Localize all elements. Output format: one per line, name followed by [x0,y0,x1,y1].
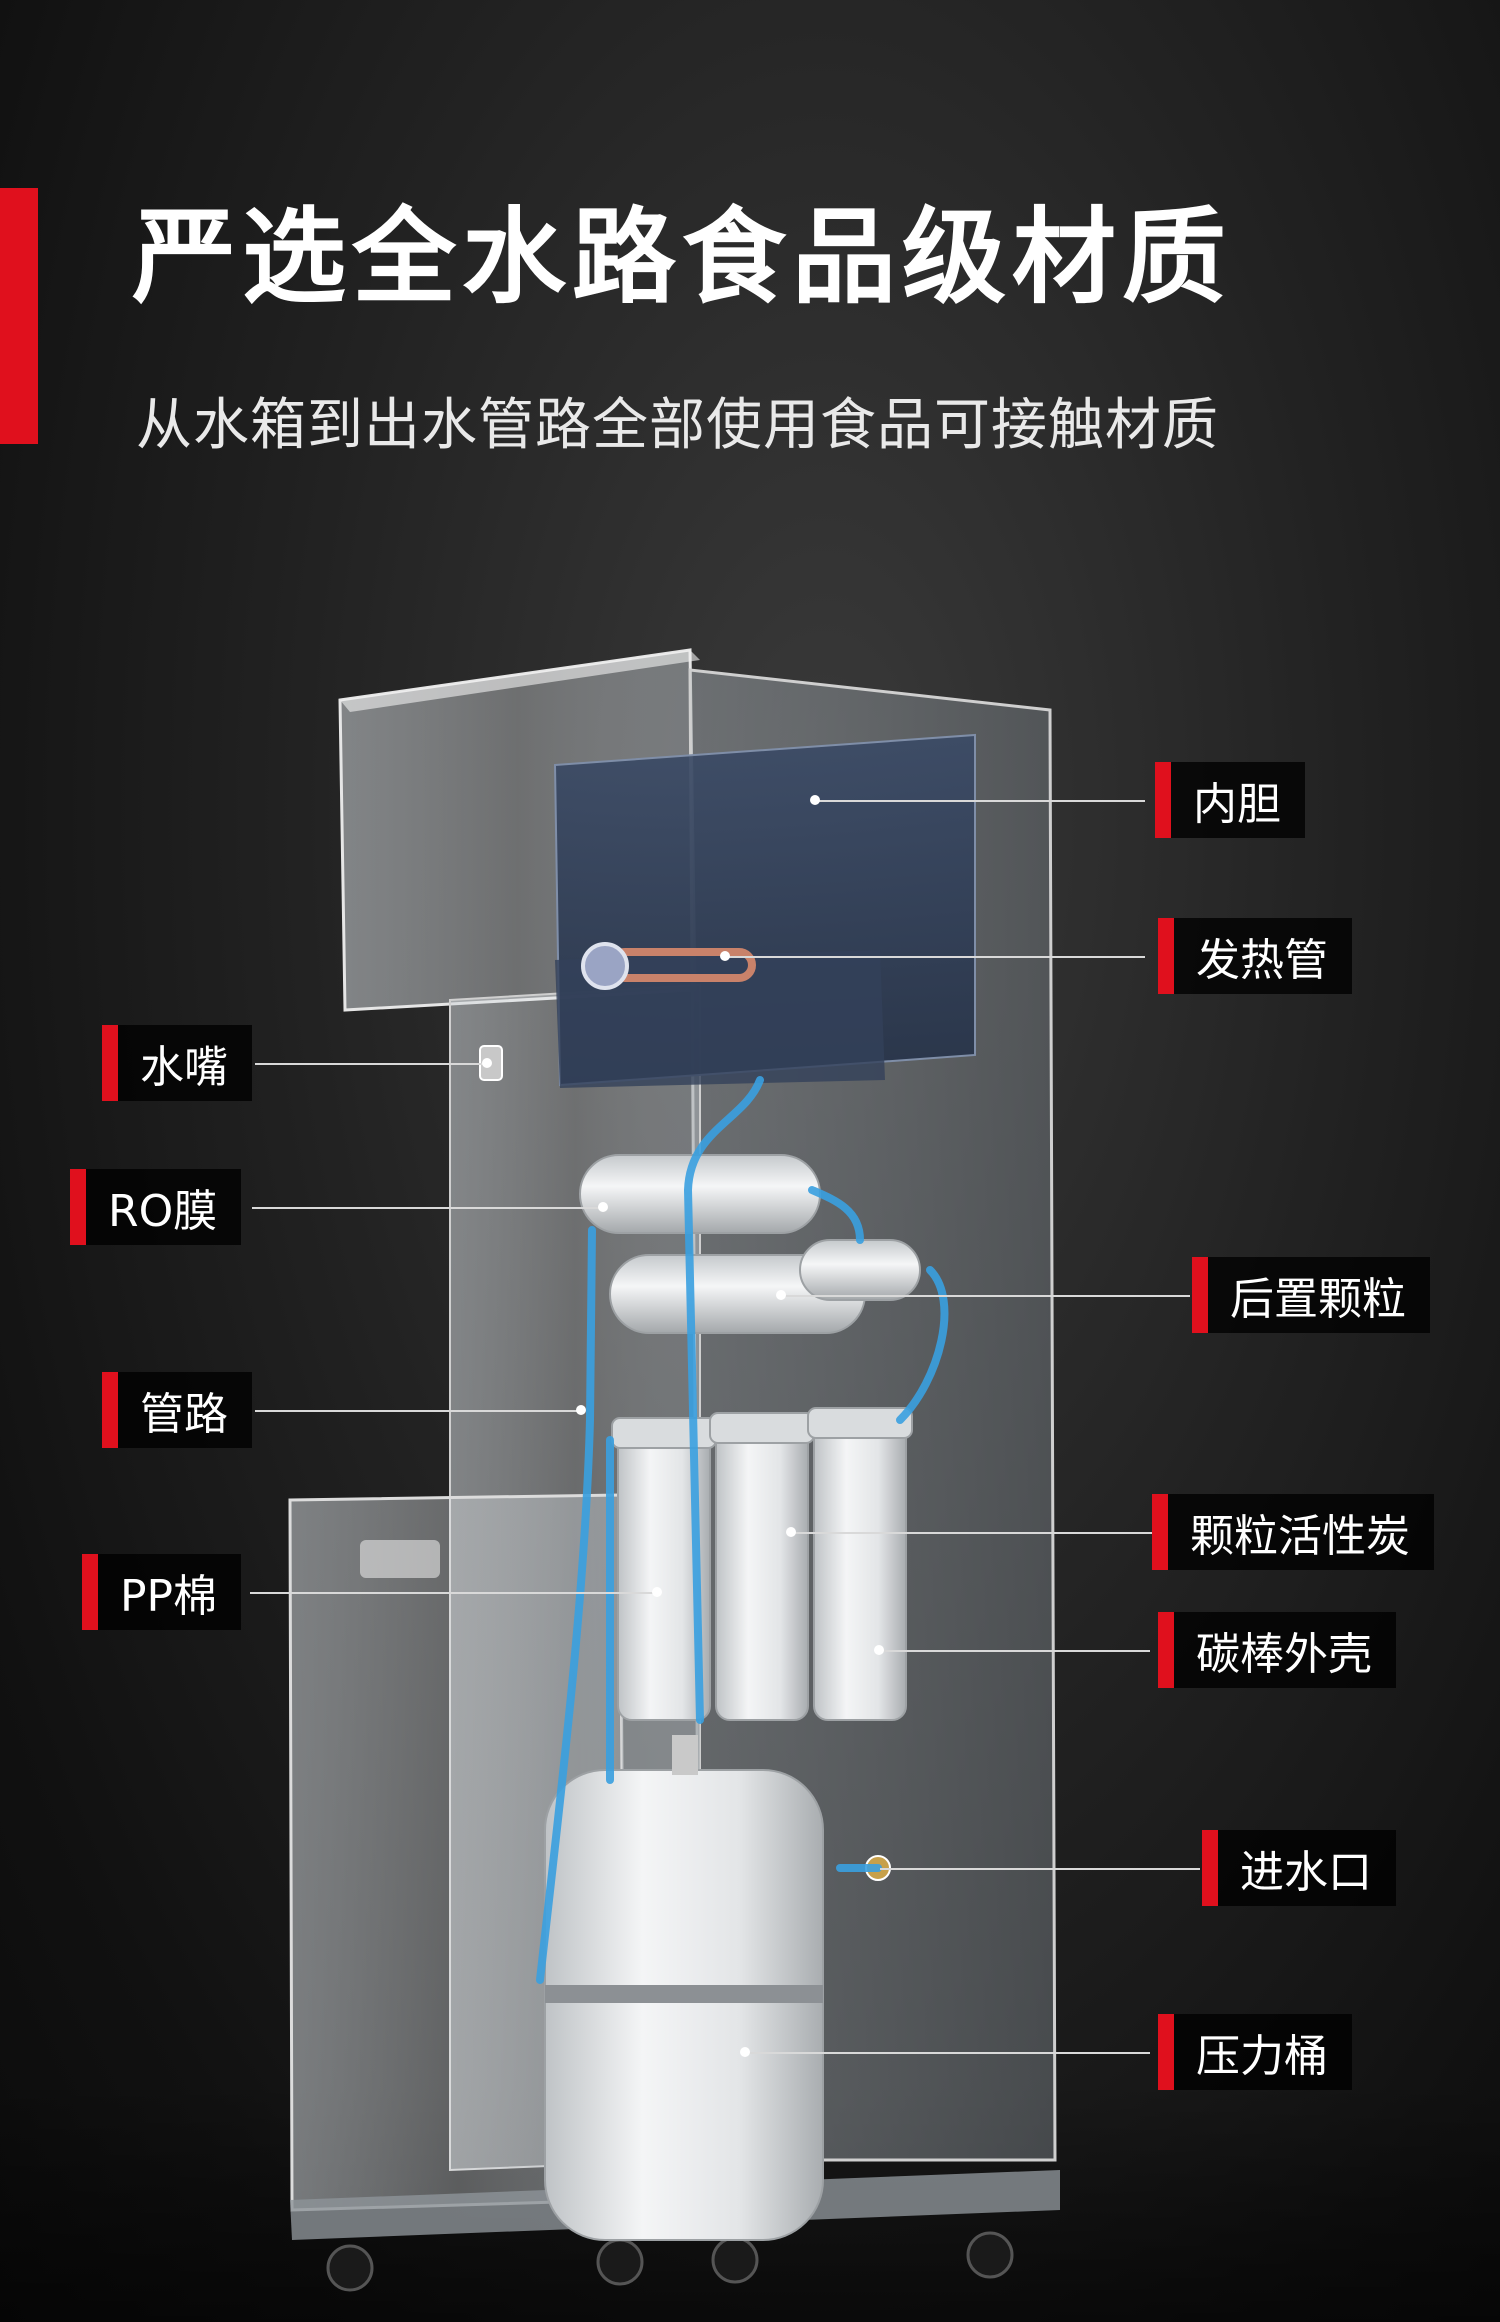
leader-pressure-tank [745,2052,1150,2054]
dot-granular-carbon [786,1527,796,1537]
dot-pipeline [576,1405,586,1415]
dot-ro-membrane [598,1202,608,1212]
dot-post-granule [776,1290,786,1300]
label-accent [1158,918,1174,994]
title-accent-bar [0,188,38,444]
label-accent [1202,1830,1218,1906]
label-post-granule: 后置颗粒 [1192,1257,1430,1333]
label-inner-tank: 内胆 [1155,762,1305,838]
dot-inner-tank [810,795,820,805]
label-text: 水嘴 [140,1042,228,1093]
dot-carbon-rod-housing [874,1645,884,1655]
label-text: 管路 [140,1389,228,1440]
dot-faucet [482,1058,492,1068]
label-accent [1155,762,1171,838]
dot-pp-cotton [652,1587,662,1597]
label-accent [1158,2014,1174,2090]
label-text: PP棉 [120,1571,218,1622]
label-text: 发热管 [1196,935,1328,986]
label-text: 后置颗粒 [1230,1274,1406,1325]
label-accent [70,1169,86,1245]
leader-faucet [255,1063,485,1065]
label-accent [1152,1494,1168,1570]
leader-post-granule [780,1295,1190,1297]
label-water-inlet: 进水口 [1202,1830,1396,1906]
label-faucet: 水嘴 [102,1025,252,1101]
page-title: 严选全水路食品级材质 [132,196,1233,318]
label-carbon-rod-housing: 碳棒外壳 [1158,1612,1396,1688]
leader-water-inlet [880,1868,1200,1870]
label-pressure-tank: 压力桶 [1158,2014,1352,2090]
leader-heating-tube [725,956,1145,958]
label-ro-membrane: RO膜 [70,1169,242,1245]
label-text: 碳棒外壳 [1196,1629,1372,1680]
leader-carbon-rod-housing [878,1650,1150,1652]
leader-inner-tank [815,800,1145,802]
label-text: 颗粒活性炭 [1190,1511,1410,1562]
dot-pressure-tank [740,2047,750,2057]
label-accent [82,1554,98,1630]
label-granular-carbon: 颗粒活性炭 [1152,1494,1434,1570]
label-accent [102,1372,118,1448]
page-subtitle: 从水箱到出水管路全部使用食品可接触材质 [136,393,1219,458]
label-pp-cotton: PP棉 [82,1554,242,1630]
leader-ro-membrane [252,1207,602,1209]
label-heating-tube: 发热管 [1158,918,1352,994]
label-accent [1192,1257,1208,1333]
label-accent [102,1025,118,1101]
leader-granular-carbon [790,1532,1152,1534]
label-text: RO膜 [108,1186,218,1237]
label-pipeline: 管路 [102,1372,252,1448]
leader-pp-cotton [250,1592,655,1594]
dot-heating-tube [720,951,730,961]
label-text: 进水口 [1240,1847,1372,1898]
label-accent [1158,1612,1174,1688]
leader-pipeline [255,1410,580,1412]
label-text: 内胆 [1193,779,1281,830]
label-text: 压力桶 [1196,2031,1328,2082]
